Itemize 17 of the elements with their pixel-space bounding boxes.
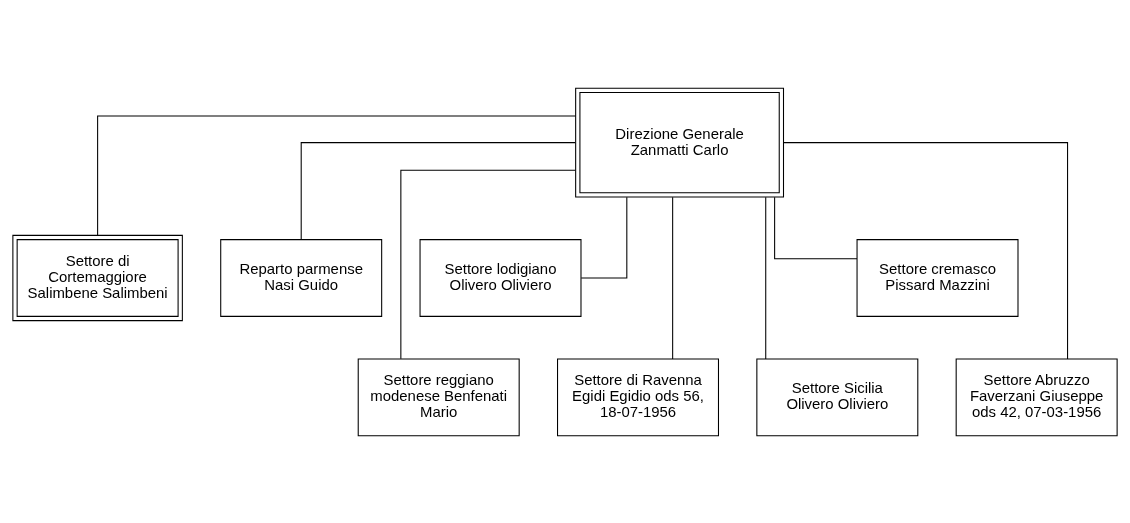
- node-box: Direzione Generale Zanmatti Carlo: [575, 87, 785, 197]
- node-box: Settore reggiano modenese Benfenati Mario: [357, 357, 520, 436]
- connector: [300, 141, 576, 240]
- connector: [672, 196, 674, 359]
- node-box: Settore di Cortemaggiore Salimbene Salimbeni: [12, 234, 183, 321]
- node-box: Settore Sicilia Olivero Oliviero: [756, 357, 919, 436]
- connector: [783, 141, 1069, 359]
- node-box: Settore lodigiano Olivero Oliviero: [419, 238, 582, 317]
- node-box: Reparto parmense Nasi Guido: [220, 238, 383, 317]
- node-box: Settore cremasco Pissard Mazzini: [856, 238, 1019, 317]
- connector: [580, 196, 628, 279]
- node-box: Settore Abruzzo Faverzani Giuseppe ods 42, 07-03-1956: [955, 357, 1118, 436]
- connector: [765, 196, 767, 359]
- connector: [97, 114, 577, 236]
- connector: [400, 169, 576, 359]
- node-box: Settore di Ravenna Egidi Egidio ods 56, 18-07-1956: [557, 357, 720, 436]
- connector: [774, 196, 858, 259]
